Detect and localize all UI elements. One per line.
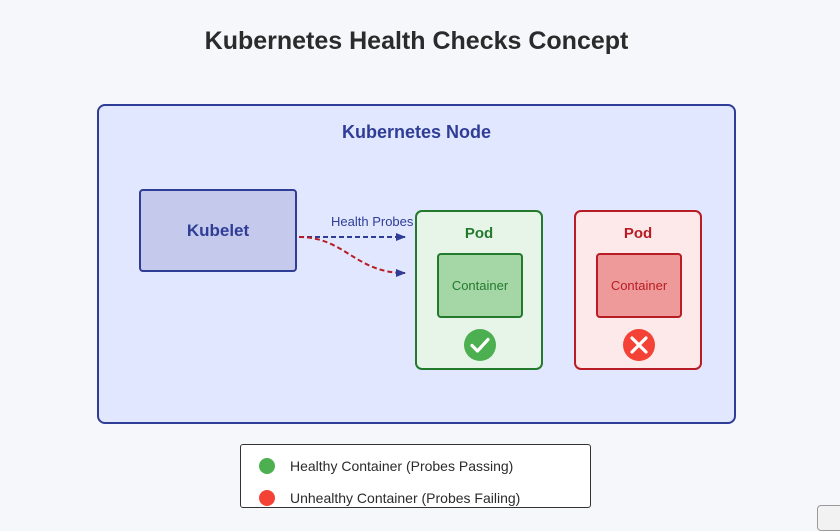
legend-item-healthy: Healthy Container (Probes Passing)	[259, 456, 513, 476]
legend-item-unhealthy: Unhealthy Container (Probes Failing)	[259, 488, 520, 508]
check-circle-icon	[464, 329, 496, 361]
green-dot-icon	[259, 458, 275, 474]
container-healthy: Container	[437, 253, 523, 318]
container-label: Container	[451, 278, 509, 293]
pod-label: Pod	[623, 225, 653, 242]
pod-unhealthy: Pod Container	[574, 210, 702, 370]
legend-label: Unhealthy Container (Probes Failing)	[290, 490, 521, 506]
x-circle-icon	[623, 329, 655, 361]
node-label: Kubernetes Node	[341, 122, 492, 142]
probe-arrow-unhealthy	[298, 236, 406, 277]
red-dot-icon	[259, 490, 275, 506]
legend: Healthy Container (Probes Passing) Unhea…	[240, 444, 591, 508]
kubelet-label: Kubelet	[186, 220, 250, 240]
kubelet-box: Kubelet	[139, 189, 297, 272]
probe-arrows	[298, 233, 406, 277]
container-label: Container	[610, 278, 668, 293]
health-probes-label: Health Probes	[331, 214, 414, 229]
pod-healthy: Pod Container	[415, 210, 543, 370]
container-unhealthy: Container	[596, 253, 682, 318]
pod-label: Pod	[464, 225, 494, 242]
diagram-title: Kubernetes Health Checks Concept	[204, 27, 629, 55]
corner-control-icon[interactable]	[817, 505, 840, 531]
legend-label: Healthy Container (Probes Passing)	[290, 458, 514, 474]
